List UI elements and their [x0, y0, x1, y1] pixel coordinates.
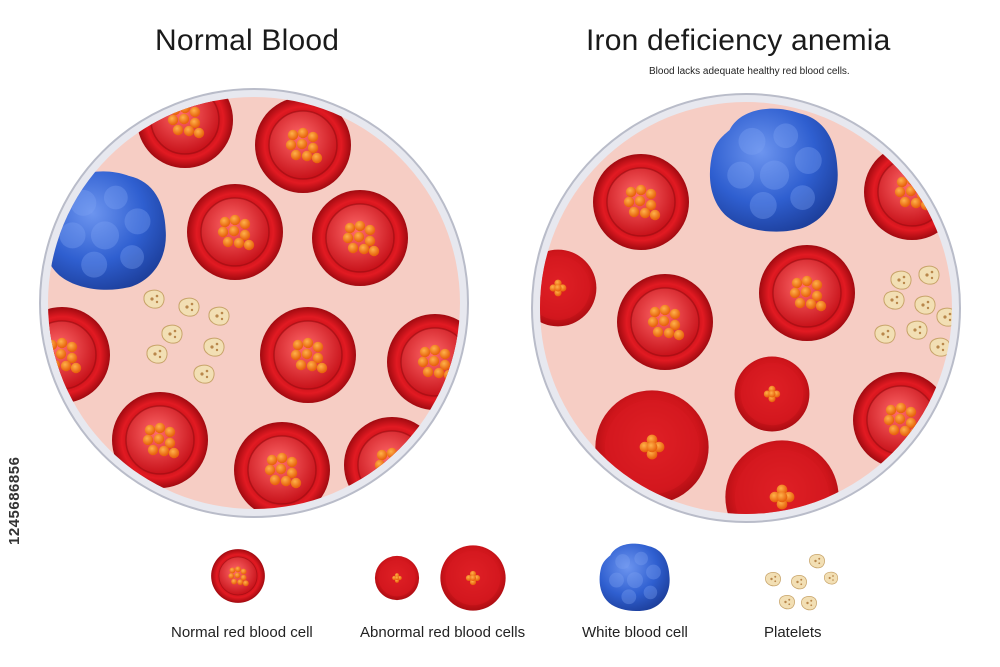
- platelet: [914, 295, 936, 315]
- platelet: [883, 290, 905, 310]
- rbc-cell: [617, 274, 713, 370]
- platelet: [208, 306, 230, 326]
- legend-abnormal-rbc-label: Abnormal red blood cells: [360, 624, 526, 641]
- platelet: [193, 364, 215, 384]
- legend-abnormal-rbc-icons: [375, 545, 506, 610]
- right-panel-subtitle: Blood lacks adequate healthy red blood c…: [649, 66, 850, 77]
- normal-blood-circle: [39, 88, 483, 518]
- rbc-cell: [260, 307, 356, 403]
- platelet: [161, 324, 183, 344]
- legend-platelets-label: Platelets: [764, 624, 822, 641]
- platelet: [874, 324, 896, 344]
- platelet: [918, 265, 940, 285]
- platelet: [890, 270, 912, 290]
- legend-wbc-icon: [599, 543, 670, 612]
- rbc-cell: [387, 314, 483, 410]
- wbc-cell: [48, 171, 166, 290]
- platelet: [146, 344, 168, 364]
- platelet: [178, 297, 200, 317]
- platelet: [143, 289, 165, 309]
- rbc-cell: [759, 245, 855, 341]
- platelet: [906, 320, 928, 340]
- left-panel-title: Normal Blood: [155, 24, 340, 57]
- rbc-cell: [864, 144, 960, 240]
- rbc-cell: [593, 154, 689, 250]
- legend-normal-rbc-label: Normal red blood cell: [171, 624, 313, 641]
- rbc-cell: [312, 190, 408, 286]
- abnormal-rbc-cell: [725, 440, 838, 553]
- right-panel-title: Iron deficiency anemia: [586, 24, 891, 57]
- stock-image-id: 1245686856: [6, 456, 23, 545]
- legend-wbc-label: White blood cell: [582, 624, 688, 641]
- abnormal-rbc-cell: [595, 390, 708, 503]
- legend-normal-rbc-icon: [211, 549, 265, 603]
- anemia-blood-circle: [531, 93, 961, 553]
- rbc-cell: [187, 184, 283, 280]
- platelet: [203, 337, 225, 357]
- abnormal-rbc-cell: [735, 357, 810, 432]
- legend-platelets-icon: [765, 554, 839, 611]
